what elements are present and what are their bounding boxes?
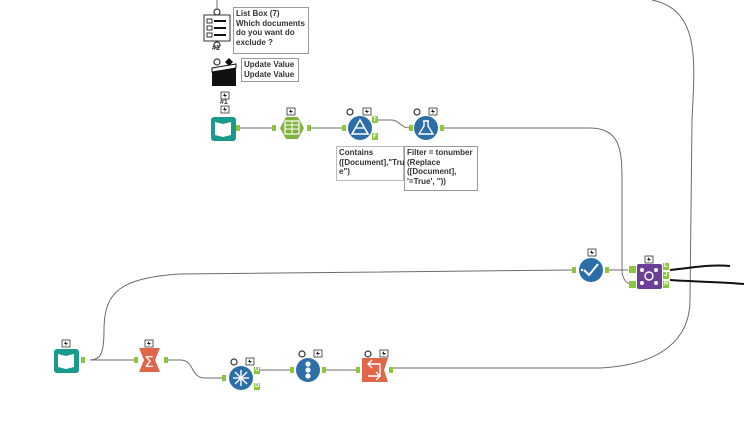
R-output-anchor [663,281,669,288]
scribble-output-1 [669,264,731,271]
filter-annotation: Filter = tonumber (Replace ([Document], … [404,146,478,191]
input-anchor [356,367,360,373]
swap-icon [367,359,381,381]
J-output-anchor [663,272,669,279]
sigma-icon: Σ [144,353,153,371]
connection-right-loop [392,0,695,369]
L-output-anchor [663,263,669,270]
join-left-label: L [664,263,668,269]
update-value-line-1: Update Value [244,60,295,69]
output-anchor [81,357,85,363]
contains-line-3: e") [339,167,350,176]
output-anchor [236,125,240,131]
join-right-label: R [664,281,669,287]
input-data-tool-2[interactable] [54,339,85,373]
input-anchor [272,125,276,131]
filter-false-label: F [373,134,377,140]
contains-annotation: Contains ([Document],"Tru e") [336,146,405,181]
output-anchor [389,367,393,373]
check-icon [583,263,599,277]
scribble-output-2 [669,279,745,285]
dynamic-replace-tool[interactable] [356,349,393,382]
true-anchor [372,116,378,123]
join-tool[interactable] [629,255,669,289]
update-value-line-2: Update Value [244,69,295,79]
join-icon [644,271,654,281]
update-value-annotation: Update Value Update Value [241,58,299,82]
unique-anchor [254,367,260,374]
filter-line-2: (Replace [407,157,441,167]
connection-filter-formula [377,119,411,129]
filter-line-4: '=True', '')) [407,176,446,186]
duplicate-anchor [254,383,260,390]
unique-d-label: D [255,383,260,389]
output-anchor [322,367,326,373]
connection-formula-join [444,127,633,285]
snowflake-icon [233,370,249,386]
connection-anchor-icon [213,8,221,16]
update-value-tool[interactable] [211,58,237,86]
output-anchor [440,125,444,131]
book-icon [215,122,231,137]
flask-icon [417,120,435,135]
unique-tool[interactable] [222,357,260,390]
input-anchor [409,125,413,131]
list-box-conn-label: #1 [212,45,220,52]
filter-tool[interactable] [342,107,378,140]
question-anchor-icon[interactable] [213,41,221,49]
diamond-icon [225,58,233,66]
output-anchor [307,125,311,131]
input-anchor [134,357,138,363]
connection-input2-join [89,269,573,361]
filter-true-label: T [373,117,377,123]
join-join-label: J [664,272,668,278]
unique-u-label: U [255,367,260,373]
input-anchor [572,267,576,273]
action-anchor-icon [213,58,221,66]
select-records-tool[interactable] [572,248,609,282]
input-data-tool-1[interactable] [211,105,240,141]
book-icon [58,354,74,369]
update-value-conn-label: #1 [220,99,228,106]
contains-line-1: Contains [339,148,374,157]
input-anchor [290,367,294,373]
list-box-question-2: do you want do [236,28,295,37]
false-anchor [372,133,378,140]
right-input-anchor [629,281,636,288]
filter-triangle-icon [350,118,370,135]
contains-line-2: ([Document],"Tru [339,157,405,167]
record-icon [305,361,311,367]
list-box-title: List Box (7) [236,9,280,18]
lightning-badge-update [220,91,230,100]
input-anchor [342,125,346,131]
list-box-tool[interactable] [203,8,231,42]
left-input-anchor [629,266,636,273]
text-to-columns-tool[interactable] [272,107,311,139]
filter-line-3: ([Document], [407,167,457,176]
output-anchor [164,357,168,363]
summarize-tool[interactable]: Σ [134,339,168,372]
connection-summarize-unique [168,359,222,379]
filter-line-1: Filter = tonumber [407,148,473,157]
list-box-annotation: List Box (7) Which documents do you want… [233,7,309,54]
list-box-question-1: Which documents [236,18,305,28]
record-id-tool[interactable] [290,349,326,382]
clapperboard-icon [212,68,236,86]
input-anchor [222,375,226,381]
formula-tool[interactable] [409,107,444,140]
output-anchor [605,267,609,273]
list-box-question-3: exclude ? [236,37,273,47]
